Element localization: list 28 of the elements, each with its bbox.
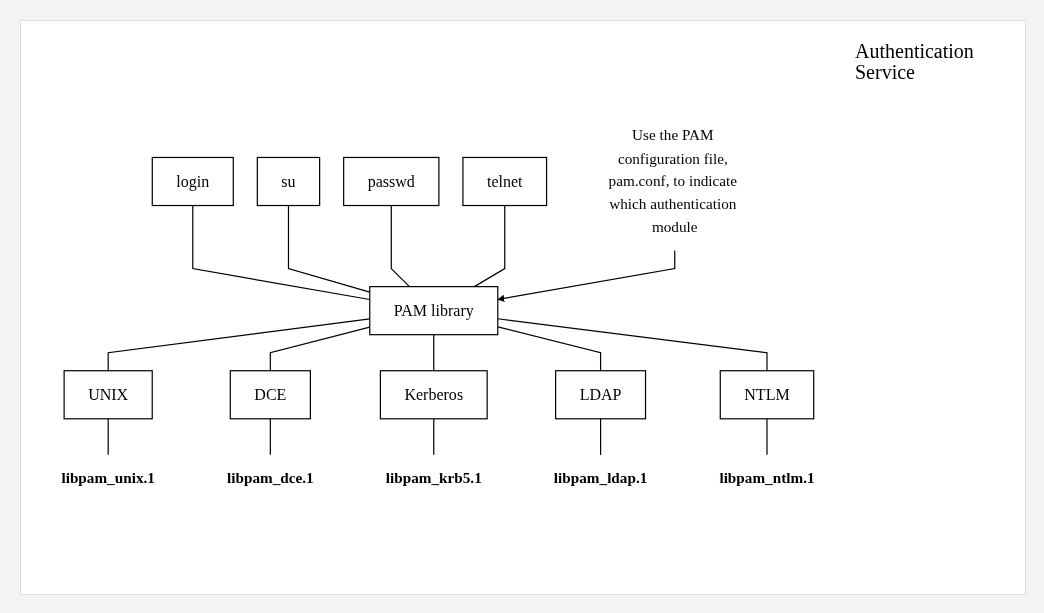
connector [600, 418, 602, 456]
node-box: su [256, 157, 321, 207]
node-box: UNIX [63, 370, 153, 420]
node-box: LDAP [555, 370, 647, 420]
connector [497, 318, 768, 372]
node-box: Kerberos [379, 370, 488, 420]
node-text: Use the PAM configuration file, pam.conf, to indicate which authentication module [608, 127, 738, 236]
node-box: NTLM [719, 370, 815, 420]
connector [766, 418, 768, 456]
node-text: libpam_ldap.1 [553, 469, 648, 487]
node-box: login [151, 157, 234, 207]
connector [107, 418, 109, 456]
node-text: libpam_ntlm.1 [719, 469, 815, 487]
node-box: PAM library [369, 286, 499, 336]
node-text: libpam_unix.1 [61, 469, 155, 487]
connector [473, 205, 506, 288]
node-box: telnet [462, 157, 548, 207]
connector [390, 205, 411, 288]
node-text: libpam_dce.1 [227, 469, 314, 487]
connector [269, 418, 271, 456]
connector [433, 334, 435, 372]
connector [497, 326, 602, 372]
node-box: DCE [229, 370, 311, 420]
node-box: passwd [343, 157, 440, 207]
arrow [497, 250, 676, 303]
node-text: libpam_krb5.1 [385, 469, 482, 487]
connector [433, 418, 435, 456]
label-text: Authentication Service [855, 41, 975, 83]
